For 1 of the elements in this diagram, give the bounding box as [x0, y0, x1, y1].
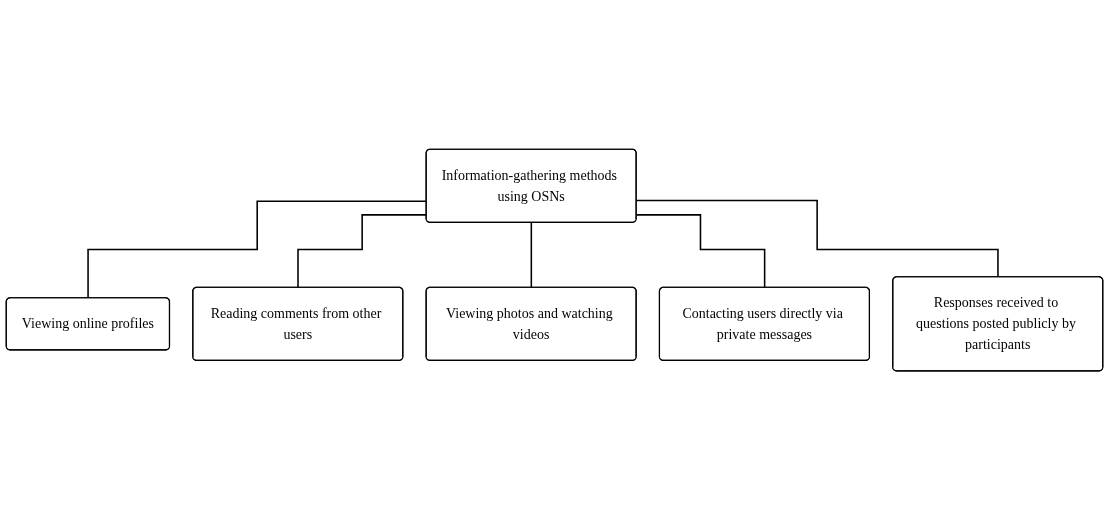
connector	[530, 222, 533, 289]
